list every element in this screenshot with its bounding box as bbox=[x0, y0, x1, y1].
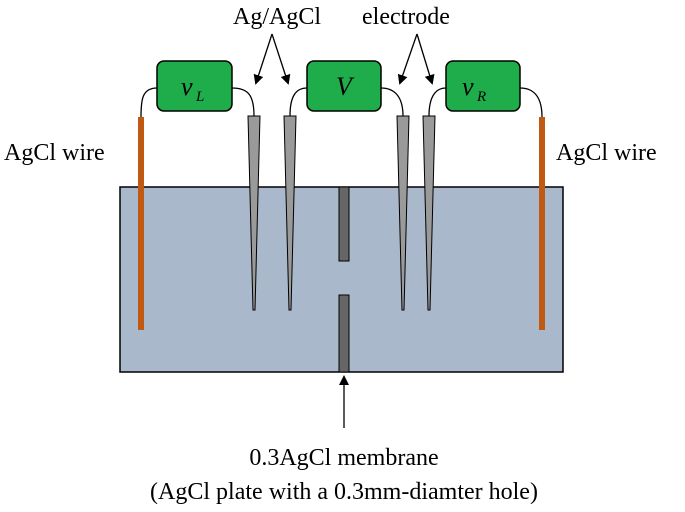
label-membrane-detail: (AgCl plate with a 0.3mm-diamter hole) bbox=[150, 479, 538, 505]
label-ag-agcl: Ag/AgCl bbox=[233, 4, 321, 30]
arrow-to-electrode-4 bbox=[416, 33, 435, 85]
electrode-2 bbox=[283, 115, 297, 311]
label-electrode: electrode bbox=[362, 4, 450, 30]
meter-vr-symbol: v bbox=[462, 72, 474, 101]
lead-vl-electrode bbox=[231, 87, 255, 117]
arrow-to-electrode-1 bbox=[253, 33, 273, 85]
lead-v-electrode-right bbox=[380, 87, 404, 117]
membrane-lower bbox=[338, 294, 350, 373]
arrow-to-electrode-3 bbox=[397, 33, 418, 85]
membrane-upper bbox=[338, 186, 350, 262]
meter-vr: v R bbox=[445, 60, 521, 112]
electrode-1 bbox=[247, 115, 261, 311]
meter-v-symbol: V bbox=[336, 72, 355, 101]
meter-v: V bbox=[306, 60, 382, 112]
meter-vr-subscript: R bbox=[476, 89, 486, 105]
agcl-wire-right bbox=[539, 117, 545, 330]
agcl-wire-left bbox=[138, 117, 144, 330]
label-agcl-wire-right: AgCl wire bbox=[556, 140, 657, 166]
electrode-4 bbox=[422, 115, 436, 311]
lead-electrode-v-left bbox=[289, 87, 308, 117]
lead-right-wire bbox=[519, 87, 543, 118]
lead-left-wire bbox=[140, 87, 158, 118]
lead-electrode-vr bbox=[428, 87, 447, 117]
meter-vl-subscript: L bbox=[195, 89, 204, 105]
arrow-to-electrode-2 bbox=[271, 33, 291, 85]
label-membrane: 0.3AgCl membrane bbox=[249, 445, 438, 471]
label-agcl-wire-left: AgCl wire bbox=[4, 140, 105, 166]
electrode-3 bbox=[396, 115, 410, 311]
meter-vl-symbol: v bbox=[181, 72, 193, 101]
meter-vl: v L bbox=[156, 60, 233, 112]
